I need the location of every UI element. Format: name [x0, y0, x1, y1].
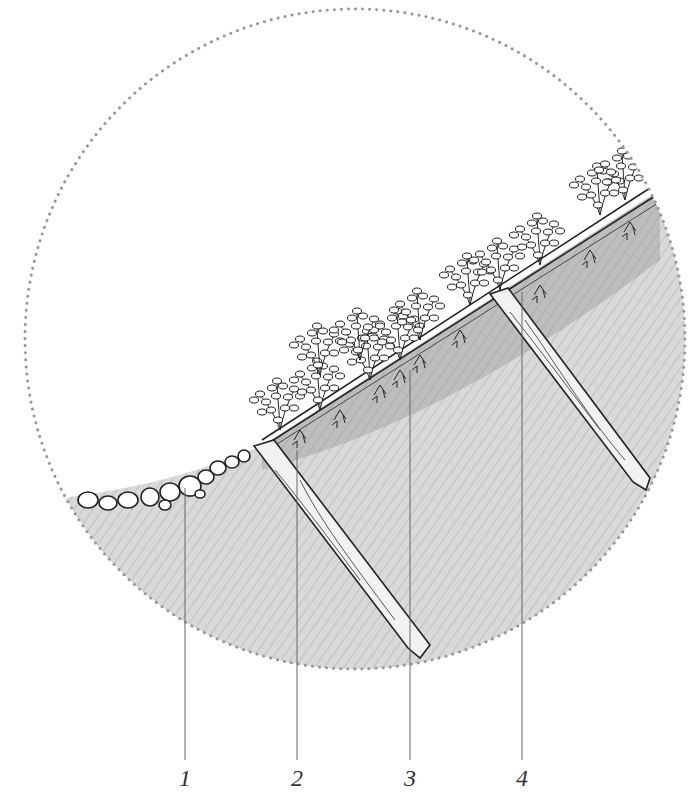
callout-number: 3	[402, 766, 418, 790]
callout-number: 1	[177, 766, 193, 790]
callout-number: 4	[514, 766, 530, 790]
callout-number: 2	[289, 766, 305, 790]
